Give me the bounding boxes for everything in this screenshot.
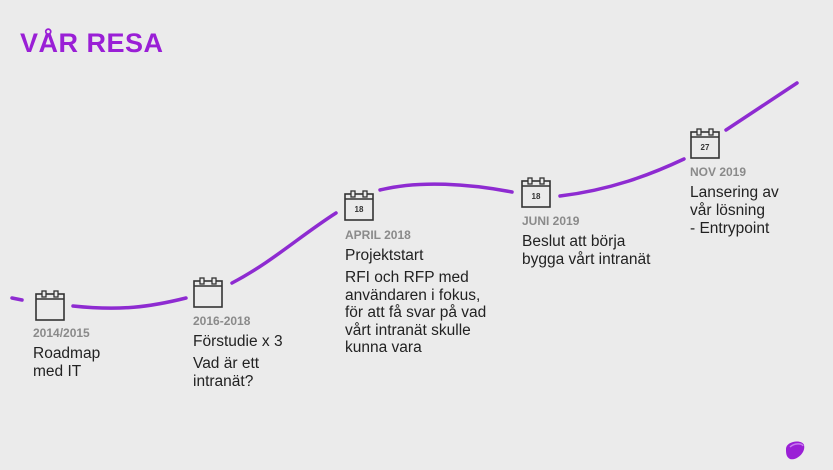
calendar-day: 18 xyxy=(532,192,541,201)
milestone-heading: Roadmap med IT xyxy=(33,345,101,380)
milestone-date: 2016-2018 xyxy=(193,314,251,328)
calendar-icon xyxy=(193,277,223,308)
milestone-heading: Beslut att börja bygga vårt intranät xyxy=(522,233,651,268)
calendar-icon xyxy=(35,290,65,321)
milestone-heading: Förstudie x 3 xyxy=(193,333,283,350)
milestone-description: RFI och RFP med användaren i fokus, för … xyxy=(345,269,487,356)
calendar-icon: 27 xyxy=(690,128,720,159)
milestone-date: JUNI 2019 xyxy=(522,214,580,228)
milestone-heading: Lansering av vår lösning - Entrypoint xyxy=(690,184,779,237)
calendar-day: 18 xyxy=(355,205,364,214)
calendar-icon: 18 xyxy=(344,190,374,221)
milestone-date: APRIL 2018 xyxy=(345,228,411,242)
milestone-date: NOV 2019 xyxy=(690,165,747,179)
slide-title: VÅR RESA xyxy=(20,28,164,58)
milestone-date: 2014/2015 xyxy=(33,326,90,340)
calendar-day: 27 xyxy=(701,143,710,152)
telia-logo-icon xyxy=(786,441,805,460)
milestone-heading: Projektstart xyxy=(345,247,424,264)
milestone-description: Vad är ett intranät? xyxy=(193,355,260,390)
calendar-icon: 18 xyxy=(521,177,551,208)
